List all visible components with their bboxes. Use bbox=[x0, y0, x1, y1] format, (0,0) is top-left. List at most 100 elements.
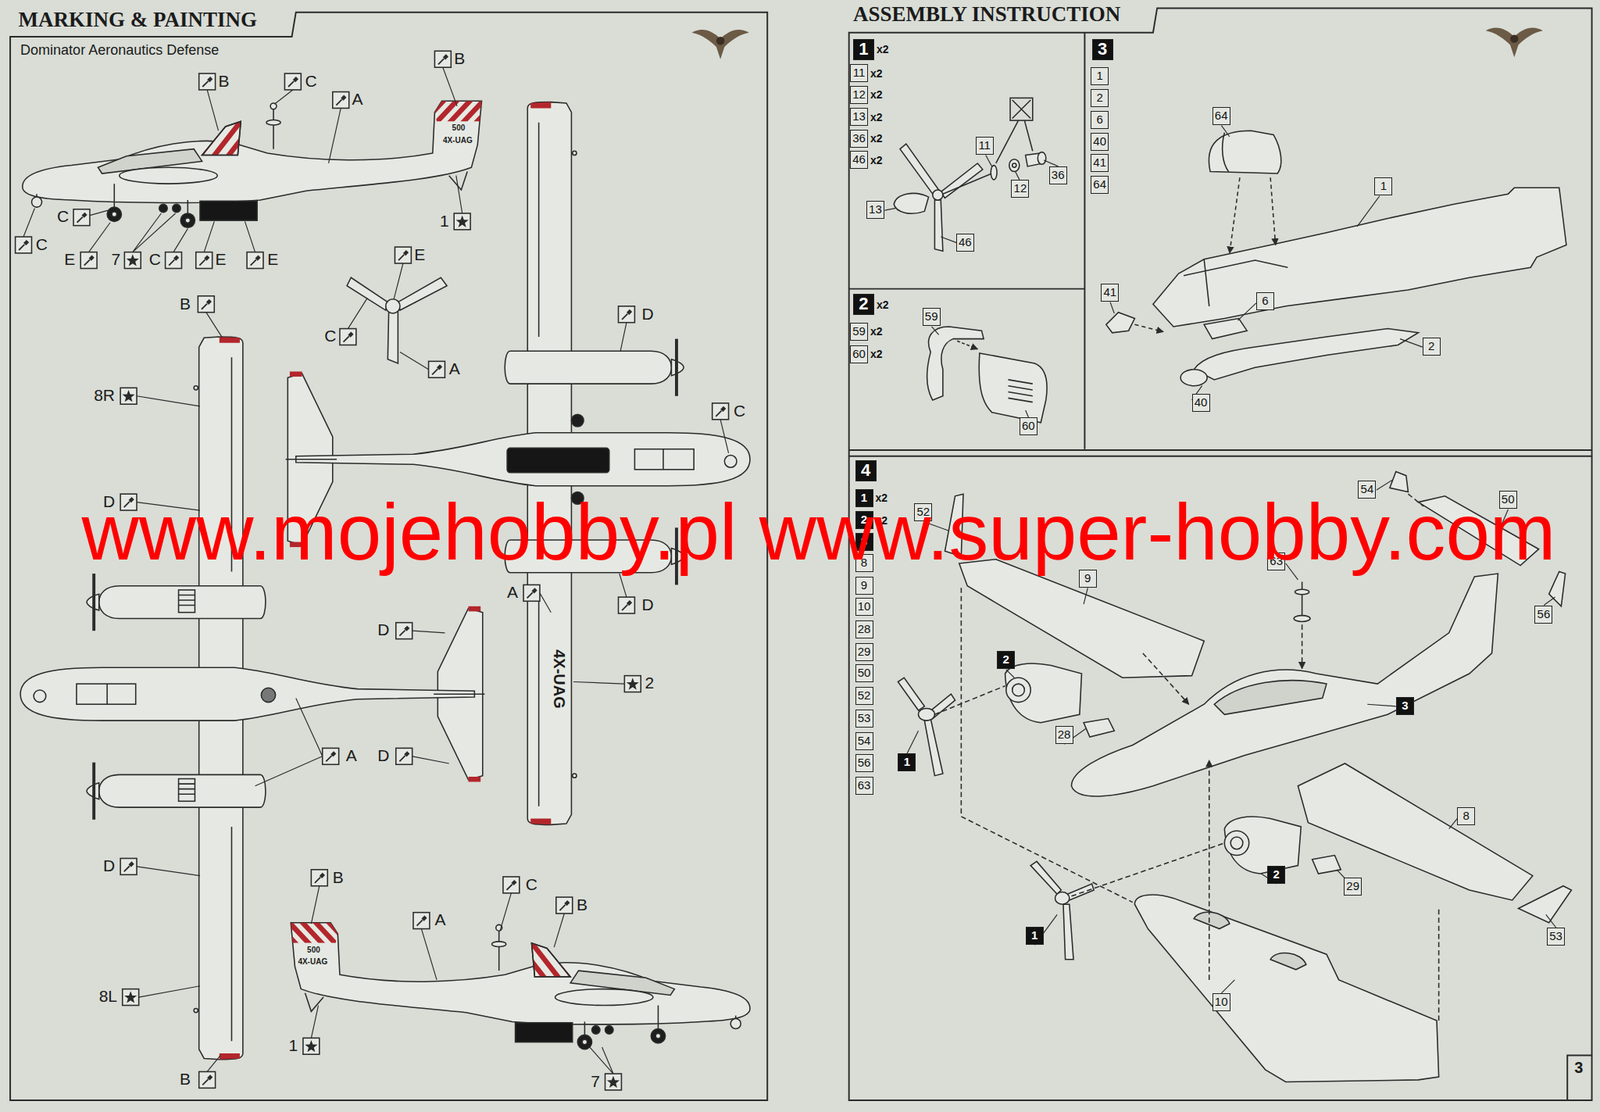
brush-icon bbox=[80, 252, 97, 269]
part-number-box: 46x2 bbox=[850, 150, 883, 169]
brush-icon bbox=[325, 755, 332, 761]
bird-logo bbox=[692, 29, 750, 60]
part-number-box: 13x2 bbox=[850, 107, 883, 126]
paint-callout: D bbox=[377, 621, 390, 638]
decal-number: 2 bbox=[645, 674, 655, 691]
aircraft-side-view bbox=[187, 200, 190, 215]
part-number-box: 2 bbox=[1090, 89, 1109, 108]
paint-callout: C bbox=[35, 235, 48, 253]
aircraft-plan-view bbox=[675, 339, 679, 397]
decal-icon bbox=[453, 213, 471, 230]
brush-icon bbox=[173, 255, 179, 261]
decal-number: 8R bbox=[93, 386, 115, 404]
assembly-step-3 bbox=[1106, 312, 1136, 333]
part-number: 64 bbox=[1090, 175, 1109, 194]
brush-icon bbox=[310, 869, 328, 886]
decal-icon bbox=[607, 1075, 620, 1088]
part-number-box: 10 bbox=[855, 597, 874, 616]
assembly-step-1 bbox=[996, 100, 1033, 164]
paint-callout: B bbox=[218, 72, 230, 90]
assembly-step-4 bbox=[959, 559, 1204, 679]
aircraft-side-view bbox=[119, 167, 218, 184]
paint-callout: A bbox=[352, 90, 364, 108]
assembly-step-4 bbox=[1055, 892, 1070, 905]
aircraft-detail bbox=[178, 778, 196, 802]
step-number: 4 bbox=[855, 460, 877, 482]
brush-icon bbox=[207, 1074, 213, 1080]
brush-icon bbox=[399, 630, 405, 636]
brush-icon bbox=[626, 309, 633, 315]
bird-logo bbox=[692, 27, 1543, 59]
assembly-step-4 bbox=[1438, 907, 1440, 1021]
brush-icon bbox=[77, 217, 83, 223]
brush-icon bbox=[335, 99, 342, 105]
page-frame bbox=[1567, 1055, 1592, 1100]
assembly-step-3 bbox=[1134, 324, 1164, 332]
bird-logo bbox=[1510, 34, 1518, 43]
assembly-step-4 bbox=[1134, 894, 1439, 1083]
brush-icon bbox=[621, 604, 628, 611]
part-number-box: 63 bbox=[855, 776, 874, 795]
part-number-box: 28 bbox=[855, 620, 874, 639]
paint-callout: B bbox=[453, 50, 465, 67]
brush-icon bbox=[347, 331, 354, 337]
decal-icon bbox=[122, 989, 140, 1006]
assembly-step-1 bbox=[893, 192, 929, 214]
brush-icon bbox=[559, 904, 565, 911]
decal-icon bbox=[120, 387, 137, 404]
aircraft-plan-view bbox=[538, 122, 540, 337]
brush-icon bbox=[250, 259, 257, 265]
part-number: 50 bbox=[855, 664, 874, 683]
part-number-box: 52 bbox=[855, 686, 874, 705]
brush-icon bbox=[199, 259, 205, 265]
decal-icon bbox=[624, 675, 641, 693]
assembly-step-3 bbox=[1222, 132, 1229, 172]
aircraft-plan-view bbox=[634, 449, 694, 470]
assembly-step-4 bbox=[960, 587, 963, 817]
assembly-step-4 bbox=[1270, 952, 1307, 969]
part-number: 1 bbox=[1090, 67, 1109, 86]
part-number: 59 bbox=[850, 322, 868, 341]
part-number: 40 bbox=[1192, 393, 1211, 412]
brush-icon bbox=[564, 900, 570, 906]
brush-icon bbox=[413, 912, 430, 929]
aircraft-side-view bbox=[202, 121, 242, 155]
part-number: 46 bbox=[956, 233, 975, 252]
part-number: 2 bbox=[1090, 89, 1109, 108]
aircraft-side-view bbox=[418, 94, 503, 128]
assembly-step-1 bbox=[900, 143, 940, 194]
paint-callout: A bbox=[449, 360, 461, 377]
part-number-box: 29 bbox=[1343, 877, 1362, 896]
decal-icon bbox=[120, 387, 137, 404]
brush-icon bbox=[310, 869, 328, 886]
part-number: 3 bbox=[1396, 696, 1415, 715]
part-number-box: 56 bbox=[1534, 605, 1553, 624]
part-number-box: 41 bbox=[1100, 283, 1119, 302]
aircraft-plan-view bbox=[285, 102, 750, 825]
brush-icon bbox=[322, 747, 340, 765]
part-number: 1 bbox=[897, 753, 916, 772]
assembly-step-3 bbox=[1193, 328, 1418, 380]
part-number: 10 bbox=[1212, 992, 1231, 1011]
decal-icon bbox=[626, 677, 640, 690]
part-number-box: 13 bbox=[866, 200, 885, 219]
part-number-box: 56 bbox=[855, 753, 874, 772]
step-number: 3 bbox=[1092, 39, 1114, 61]
decal-icon bbox=[124, 252, 141, 269]
subassembly-number: 1 bbox=[897, 753, 916, 772]
assembly-step-4 bbox=[1301, 624, 1304, 668]
brush-icon bbox=[89, 255, 95, 261]
assembly-step-4 bbox=[1012, 683, 1025, 697]
aircraft-side-view bbox=[22, 94, 503, 228]
aircraft-plan-view bbox=[724, 455, 737, 468]
assembly-step-4 bbox=[1518, 885, 1572, 923]
part-number-box: 11x2 bbox=[850, 64, 883, 83]
part-number: 1 bbox=[1025, 926, 1044, 945]
watermark: www.mojehobby.pl www.super-hobby.com bbox=[82, 492, 1557, 573]
paint-callout: B bbox=[332, 868, 344, 886]
page-title: MARKING & PAINTING bbox=[18, 9, 258, 31]
paint-callout: C bbox=[324, 327, 336, 344]
brush-icon bbox=[168, 259, 175, 265]
subassembly-number: 3 bbox=[1396, 696, 1415, 715]
